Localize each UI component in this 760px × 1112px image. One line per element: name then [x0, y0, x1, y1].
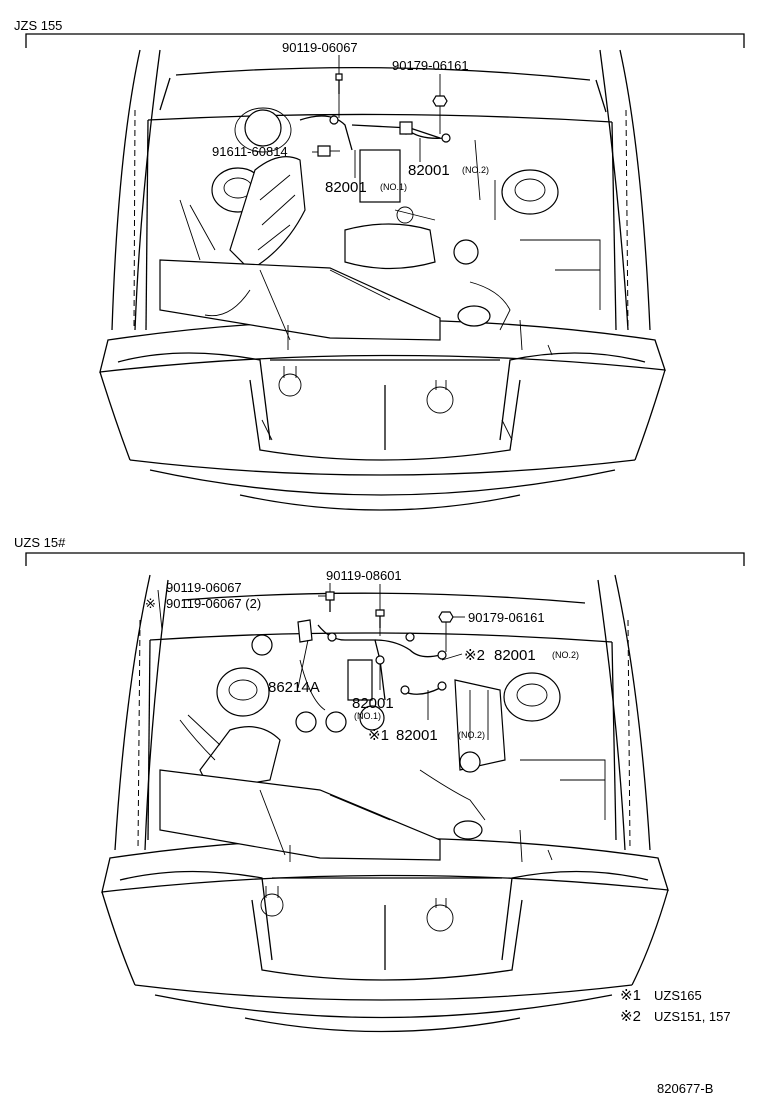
callout-82001-no1: 82001 — [352, 695, 394, 712]
callout-90119-06067: 90119-06067 — [282, 40, 358, 55]
bolt-90119-08601 — [375, 609, 385, 628]
section-bracket — [25, 552, 745, 566]
callout-86214a: 86214A — [268, 679, 320, 696]
legend-mark-1: ※1 — [620, 987, 641, 1004]
legend-text-1: UZS165 — [654, 988, 702, 1003]
vehicle-front-outline — [99, 49, 666, 511]
callout-82001-no2-mark2: ※2 — [464, 647, 485, 664]
bolt-90119-06067 — [325, 591, 335, 612]
callout-90119-08601: 90119-08601 — [326, 568, 402, 583]
callout-90179-06161: 90179-06161 — [392, 58, 469, 73]
bolt-90119-06067 — [335, 73, 343, 94]
legend-mark-2: ※2 — [620, 1008, 641, 1025]
callout-90119-06067: 90119-06067 — [166, 580, 242, 595]
engine-components — [159, 634, 606, 863]
leader-lines-uzs15x — [157, 583, 465, 720]
nut-90179-06161 — [438, 611, 454, 623]
callout-82001-no1: 82001 — [325, 179, 367, 196]
callout-82001-no1-note: (NO.1) — [380, 182, 407, 192]
callout-90179-06161: 90179-06161 — [468, 610, 545, 625]
callout-82001-no1-note: (NO.1) — [354, 711, 381, 721]
leader-lines-jzs155 — [312, 55, 441, 178]
section-uzs15x: UZS 15# — [14, 535, 745, 1033]
callout-82001-no2-b-note: (NO.2) — [458, 730, 485, 740]
section-title-jzs155: JZS 155 — [14, 18, 62, 33]
legend-text-2: UZS151, 157 — [654, 1009, 731, 1024]
section-jzs155: JZS 155 — [14, 18, 745, 511]
callout-90119-06067-qty2: 90119-06067 (2) — [166, 596, 261, 611]
callout-82001-no2-a: 82001 — [494, 647, 536, 664]
callout-82001-no2-b: 82001 — [396, 727, 438, 744]
callout-82001-no2-a-note: (NO.2) — [552, 650, 579, 660]
callout-82001-no2-note: (NO.2) — [462, 165, 489, 175]
model-legend: ※1 UZS165 ※2 UZS151, 157 — [620, 987, 731, 1025]
section-bracket — [25, 33, 745, 48]
section-title-uzs15x: UZS 15# — [14, 535, 66, 550]
callout-91611-60814: 91611-60814 — [212, 144, 288, 159]
wire-harness-uzs15x — [297, 619, 447, 701]
figure-id: 820677-B — [657, 1081, 713, 1096]
wire-harness-jzs155 — [299, 115, 451, 157]
engine-components — [159, 107, 601, 356]
callout-90119-06067-mark: ※ — [145, 596, 156, 611]
callout-82001-no2-mark1: ※1 — [368, 727, 389, 744]
callout-82001-no2: 82001 — [408, 162, 450, 179]
nut-90179-06161 — [432, 95, 448, 107]
